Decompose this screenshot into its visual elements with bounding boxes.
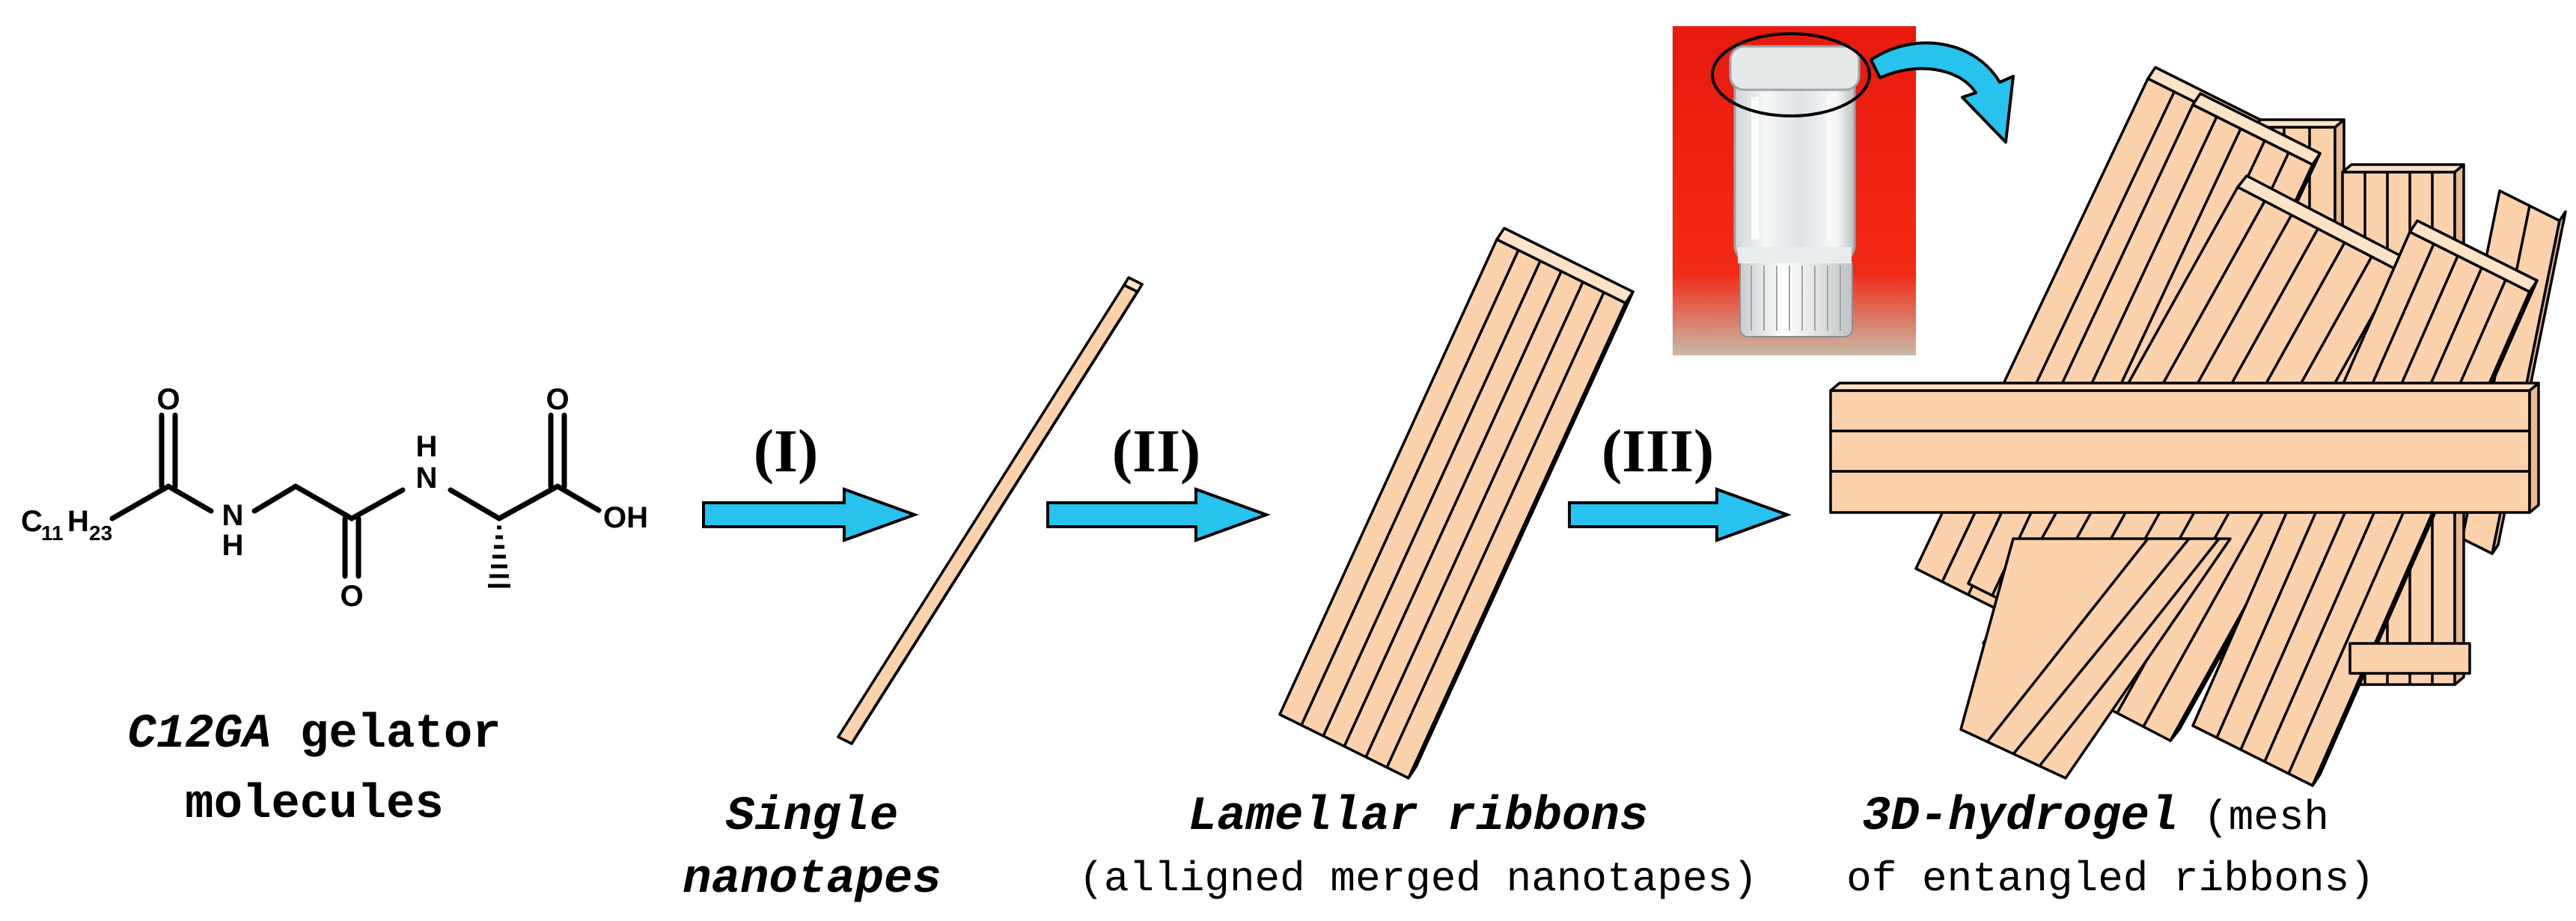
caption-molecule-line2: molecules (185, 778, 444, 832)
amide-n-2: N (416, 462, 438, 495)
caption-lamellar-line2: (alligned merged nanotapes) (1078, 855, 1757, 903)
single-nanotape (837, 276, 1144, 745)
step-label-3: (III) (1602, 417, 1714, 485)
caption-molecule-name: C12GA (127, 708, 271, 762)
caption-lamellar-line1: Lamellar ribbons (1188, 790, 1649, 844)
arrow-right-icon (702, 487, 919, 542)
alkyl-h-label: H (67, 505, 89, 538)
c12ga-molecule-structure (109, 412, 602, 579)
carbonyl-oxygen-2: O (340, 580, 363, 613)
arrow-right-icon (1046, 487, 1271, 542)
caption-molecule-line1: C12GA gelator (127, 708, 501, 762)
caption-hydrogel-line2: of entangled ribbons) (1846, 855, 2375, 903)
caption-hydrogel-line1: 3D-hydrogel (mesh (1862, 790, 2329, 844)
hydrogel-vial-photo (1673, 26, 1916, 355)
lamellar-ribbon (1278, 227, 1635, 780)
carbonyl-oxygen-1: O (156, 383, 180, 416)
molecule-atom-labels: C 11 H 23 O N H O H N O OH (21, 383, 648, 613)
step-label-2: (II) (1112, 417, 1200, 485)
curved-arrow-icon (1870, 41, 2015, 144)
carbonyl-oxygen-3: O (546, 383, 569, 416)
highlight-ellipse (1711, 32, 1871, 117)
alkyl-c-label: C (21, 505, 43, 538)
methyl-hashed-wedge (488, 525, 510, 588)
hydrogel-ribbon-mesh (1829, 66, 2567, 787)
caption-molecule-suffix: gelator (271, 708, 501, 762)
caption-single-line2: nanotapes (683, 853, 941, 907)
caption-hydrogel-name: 3D-hydrogel (1862, 790, 2178, 844)
amide-n-1: N (222, 499, 244, 532)
alkyl-subscript-23: 23 (89, 521, 112, 545)
caption-hydrogel-suffix: (mesh (2178, 794, 2329, 842)
amide-h-2: H (416, 430, 438, 463)
hydroxyl-label: OH (603, 501, 648, 534)
amide-h-1: H (222, 529, 244, 562)
alkyl-subscript-11: 11 (41, 521, 64, 545)
caption-single-line1: Single (726, 790, 898, 844)
arrow-right-icon (1568, 487, 1792, 542)
step-label-1: (I) (754, 417, 819, 485)
